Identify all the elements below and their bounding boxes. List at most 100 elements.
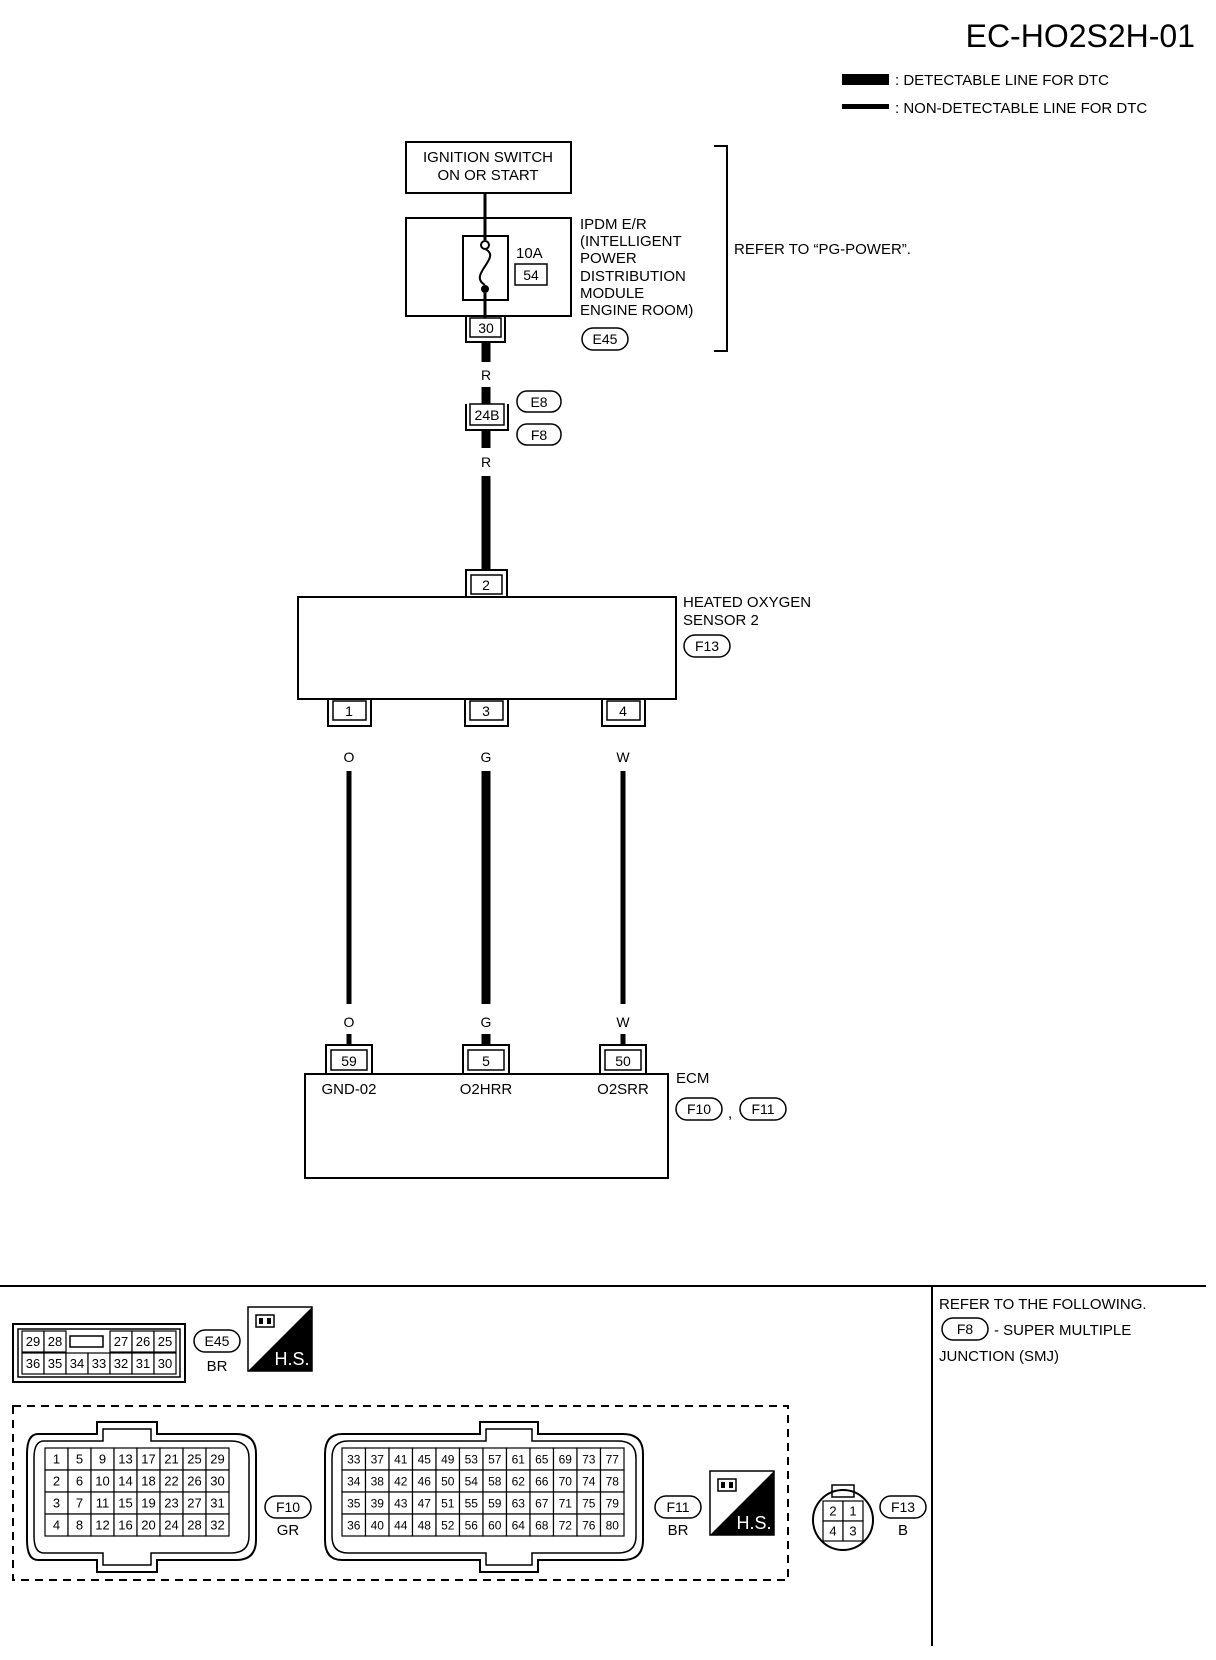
sensor-connector-badge xyxy=(683,634,731,658)
e45-pin-28: 28 xyxy=(48,1334,62,1349)
refer-following-connector-label: F8 xyxy=(957,1321,974,1337)
f10-connector-badge xyxy=(264,1495,312,1519)
e45-connector-label: E45 xyxy=(205,1333,230,1349)
f11-pin-79: 79 xyxy=(606,1496,620,1510)
connector-group-frame xyxy=(12,1405,789,1581)
sensor-terminal-1-box xyxy=(332,700,367,721)
ecm-terminal-59-label: 59 xyxy=(341,1053,357,1069)
f11-pin-62: 62 xyxy=(512,1474,526,1488)
f10-pin-5: 5 xyxy=(76,1452,83,1467)
hs-badge-2: H.S. xyxy=(709,1470,775,1536)
f11-pin-70: 70 xyxy=(559,1474,573,1488)
ipdm-terminal-label: 30 xyxy=(478,320,494,336)
ipdm-label-line1: IPDM E/R xyxy=(580,216,647,233)
f10-pin-16: 16 xyxy=(118,1518,132,1533)
e45-connector-inner xyxy=(17,1328,181,1378)
ipdm-label-line2: (INTELLIGENT xyxy=(580,233,682,250)
f11-pin-53: 53 xyxy=(465,1452,479,1466)
e45-pin-26: 26 xyxy=(136,1334,150,1349)
hs-badge-1-label: H.S. xyxy=(274,1349,309,1369)
f11-pin-67: 67 xyxy=(535,1496,549,1510)
e45-pin-27: 27 xyxy=(114,1334,128,1349)
ignition-switch-line1: IGNITION SWITCH xyxy=(423,149,553,166)
sensor-terminal-3-bracket xyxy=(464,699,509,727)
f11-pin-37: 37 xyxy=(371,1452,385,1466)
refer-following-connector-badge xyxy=(941,1317,989,1341)
f11-pin-80-cell xyxy=(599,1513,625,1537)
f10-pin-1: 1 xyxy=(53,1452,60,1467)
ecm-terminal-50-label: 50 xyxy=(615,1053,631,1069)
f11-pin-55: 55 xyxy=(465,1496,479,1510)
refer-power-label: REFER TO “PG-POWER”. xyxy=(734,241,911,258)
f10-pin-15: 15 xyxy=(118,1496,132,1511)
f10-color-label: GR xyxy=(277,1522,300,1539)
e45-key-slot xyxy=(69,1335,104,1348)
legend-non-detectable-label: : NON-DETECTABLE LINE FOR DTC xyxy=(895,100,1147,117)
f10-pin-27: 27 xyxy=(187,1496,201,1511)
f11-color-label: BR xyxy=(668,1522,689,1539)
e45-pin-25: 25 xyxy=(158,1334,172,1349)
f11-pin-80: 80 xyxy=(606,1518,620,1532)
junction-terminal-box xyxy=(469,403,505,426)
f11-pin-44: 44 xyxy=(394,1518,408,1532)
f11-connector-label: F11 xyxy=(666,1499,689,1515)
f11-pin-78: 78 xyxy=(606,1474,620,1488)
f10-connector-inner xyxy=(33,1428,250,1566)
f10-pin-32-cell xyxy=(205,1513,230,1537)
f10-pin-30: 30 xyxy=(210,1474,224,1489)
f11-pin-54: 54 xyxy=(465,1474,479,1488)
f11-pin-71: 71 xyxy=(559,1496,573,1510)
ecm-terminal-59-bracket xyxy=(325,1044,373,1074)
ipdm-label-line6: ENGINE ROOM) xyxy=(580,302,693,319)
f11-pin-66: 66 xyxy=(535,1474,549,1488)
f11-pin-46: 46 xyxy=(418,1474,432,1488)
e45-pin-30: 30 xyxy=(158,1356,172,1371)
refer-following-line1: REFER TO THE FOLLOWING. xyxy=(939,1296,1147,1313)
f11-pin-63: 63 xyxy=(512,1496,526,1510)
sensor-connector-label: F13 xyxy=(695,638,719,654)
f13-pin-2: 2 xyxy=(829,1504,836,1519)
ecm-connector-separator: , xyxy=(728,1105,732,1122)
wire-o-label-top: O xyxy=(344,749,355,765)
f11-pin-72: 72 xyxy=(559,1518,573,1532)
f11-pin-76: 76 xyxy=(582,1518,596,1532)
sensor-terminal-4-label: 4 xyxy=(619,703,627,719)
f11-pin-45: 45 xyxy=(418,1452,432,1466)
f11-pin-38: 38 xyxy=(371,1474,385,1488)
ipdm-label-line5: MODULE xyxy=(580,285,644,302)
legend-detectable-label: : DETECTABLE LINE FOR DTC xyxy=(895,72,1109,89)
junction-terminal-label: 24B xyxy=(475,407,500,423)
junction-connector-f8-badge xyxy=(516,423,562,446)
sensor-label-line1: HEATED OXYGEN xyxy=(683,594,811,611)
f10-pin-20: 20 xyxy=(141,1518,155,1533)
f13-connector-label: F13 xyxy=(891,1499,915,1515)
f11-pin-48: 48 xyxy=(418,1518,432,1532)
ecm-connector-f11-badge xyxy=(739,1097,787,1121)
wire-r-label-1: R xyxy=(481,367,491,383)
f11-pin-40: 40 xyxy=(371,1518,385,1532)
sensor-label-line2: SENSOR 2 xyxy=(683,612,759,629)
f10-pin-25: 25 xyxy=(187,1452,201,1467)
ecm-label: ECM xyxy=(676,1070,709,1087)
f13-color-label: B xyxy=(898,1522,908,1539)
ignition-switch-line2: ON OR START xyxy=(437,167,538,184)
f11-pin-74: 74 xyxy=(582,1474,596,1488)
ipdm-connector-label: E45 xyxy=(593,331,618,347)
wire-r-label-2: R xyxy=(481,454,491,470)
e45-pin-33: 33 xyxy=(92,1356,106,1371)
junction-connector-f8-label: F8 xyxy=(531,427,548,443)
wire-w-label-top: W xyxy=(616,749,630,765)
f11-pin-36: 36 xyxy=(347,1518,361,1532)
f11-pin-65: 65 xyxy=(535,1452,549,1466)
f10-pin-22: 22 xyxy=(164,1474,178,1489)
ipdm-label-line4: DISTRIBUTION xyxy=(580,268,686,285)
f11-pin-43: 43 xyxy=(394,1496,408,1510)
e45-color-label: BR xyxy=(207,1358,228,1375)
f10-pin-19: 19 xyxy=(141,1496,155,1511)
wire-o-label-bottom: O xyxy=(344,1014,355,1030)
f11-pin-47: 47 xyxy=(418,1496,432,1510)
sensor-top-terminal-box xyxy=(470,574,503,595)
fuse-top-node xyxy=(480,240,490,250)
f13-pin-3: 3 xyxy=(849,1524,856,1539)
